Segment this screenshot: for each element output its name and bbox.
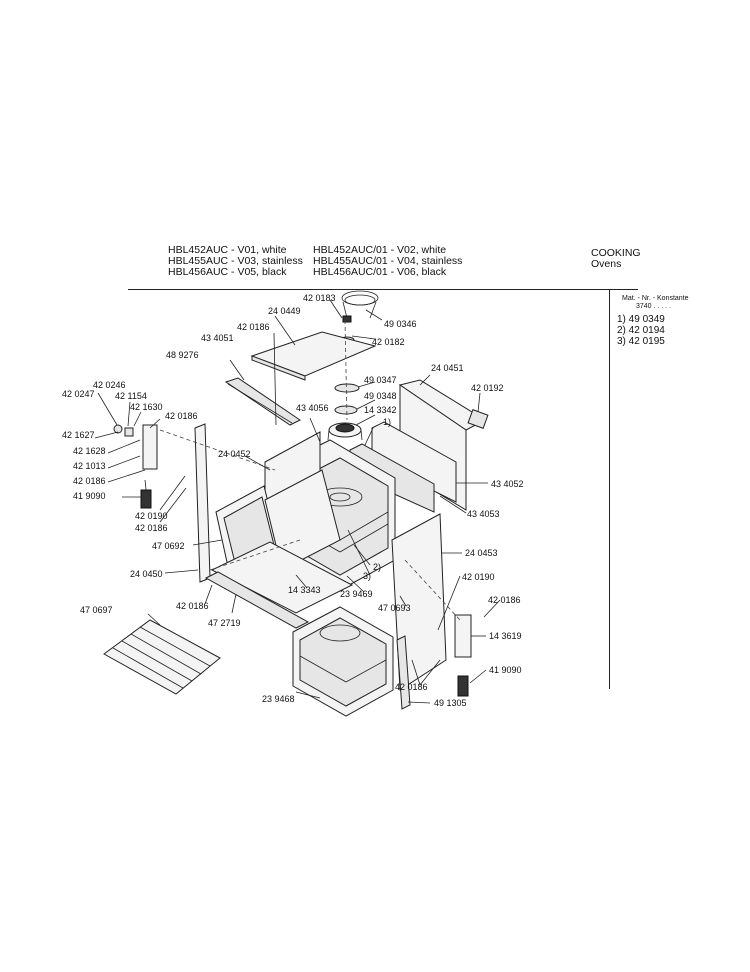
oven-rack-part (103, 619, 221, 695)
part-label: 43 4051 (201, 333, 234, 343)
part-label: 42 0247 (62, 389, 95, 399)
part-label: 23 9469 (340, 589, 373, 599)
model-line: HBL456AUC - V05, black (168, 266, 287, 278)
part-label: 42 0183 (303, 293, 336, 303)
part-label: 42 0190 (135, 511, 168, 521)
header-rule (128, 289, 638, 290)
category-title: COOKING (591, 247, 641, 259)
model-line: HBL452AUC - V01, white (168, 244, 287, 256)
part-label: 24 0452 (218, 449, 251, 459)
frame-strip-part (194, 423, 211, 583)
part-label: 42 0182 (372, 337, 405, 347)
sidebar-note: 2) 42 0194 (617, 325, 665, 336)
part-label: 43 4056 (296, 403, 329, 413)
part-label: 42 0186 (73, 476, 106, 486)
lower-cavity-part (292, 606, 394, 717)
disc-part (334, 405, 358, 415)
part-label: 14 3343 (288, 585, 321, 595)
model-line: HBL455AUC - V03, stainless (168, 255, 303, 267)
category-block: COOKING Ovens (591, 248, 641, 270)
part-label: 47 0697 (80, 605, 113, 615)
part-label: 23 9468 (262, 694, 295, 704)
trim-strip-part (224, 377, 301, 426)
model-list-right: HBL452AUC/01 - V02, white HBL455AUC/01 -… (313, 245, 462, 278)
part-label: 49 0347 (364, 375, 397, 385)
note-label: 1) (383, 417, 391, 427)
part-label: 42 0186 (395, 682, 428, 692)
part-label: 47 2719 (208, 618, 241, 628)
part-label: 42 0186 (237, 322, 270, 332)
sidebar-notes: 1) 49 0349 2) 42 0194 3) 42 0195 (617, 314, 665, 347)
sidebar-note: 1) 49 0349 (617, 314, 665, 325)
part-label: 41 9090 (73, 491, 106, 501)
part-label: 49 0346 (384, 319, 417, 329)
part-label: 47 0693 (378, 603, 411, 613)
part-label: 24 0453 (465, 548, 498, 558)
part-label: 42 1627 (62, 430, 95, 440)
model-line: HBL452AUC/01 - V02, white (313, 244, 447, 256)
part-label: 24 0449 (268, 306, 301, 316)
sidebar-heading: Mat. - Nr. - Konstante (622, 295, 689, 302)
model-line: HBL455AUC/01 - V04, stainless (313, 255, 463, 267)
bracket-part (454, 614, 472, 658)
note-label: 3) (363, 571, 371, 581)
part-label: 42 1154 (115, 391, 147, 401)
note-label: 2) (373, 562, 381, 572)
part-label: 49 0348 (364, 391, 397, 401)
part-label: 42 0190 (462, 572, 495, 582)
part-label: 42 0186 (176, 601, 209, 611)
part-label: 42 0192 (471, 383, 504, 393)
part-label: 43 4053 (467, 509, 500, 519)
bracket-part (467, 409, 489, 429)
part-label: 43 4052 (491, 479, 524, 489)
part-label: 47 0692 (152, 541, 185, 551)
top-cover-edge (251, 355, 306, 381)
part-label: 42 0186 (135, 523, 168, 533)
part-label: 42 0186 (165, 411, 198, 421)
part-label: 48 9276 (166, 350, 199, 360)
part-label: 14 3619 (489, 631, 522, 641)
part-label: 42 0246 (93, 380, 126, 390)
top-cover-part (250, 331, 377, 377)
part-label: 42 1013 (73, 461, 106, 471)
category-subtitle: Ovens (591, 258, 622, 270)
part-label: 24 0451 (431, 363, 464, 373)
model-line: HBL456AUC/01 - V06, black (313, 266, 447, 278)
vertical-strip-part (396, 635, 411, 710)
model-list-left: HBL452AUC - V01, white HBL455AUC - V03, … (168, 245, 303, 278)
part-label: 42 1628 (73, 446, 106, 456)
disc-part (334, 383, 360, 393)
fan-assembly-part (327, 422, 363, 441)
kick-strip-part (204, 571, 310, 629)
hinge-part (457, 675, 469, 697)
part-label: 41 9090 (489, 665, 522, 675)
bottom-tray-part (210, 541, 354, 614)
part-label: 42 1630 (130, 402, 163, 412)
part-label: 49 1305 (434, 698, 467, 708)
part-label: 14 3342 (364, 405, 397, 415)
part-label: 42 0186 (488, 595, 521, 605)
sidebar-constant: 3740 . . . . . (636, 303, 672, 310)
sidebar-divider (609, 289, 610, 689)
hinge-assembly-part (113, 424, 158, 509)
part-label: 24 0450 (130, 569, 163, 579)
sidebar-note: 3) 42 0195 (617, 336, 665, 347)
